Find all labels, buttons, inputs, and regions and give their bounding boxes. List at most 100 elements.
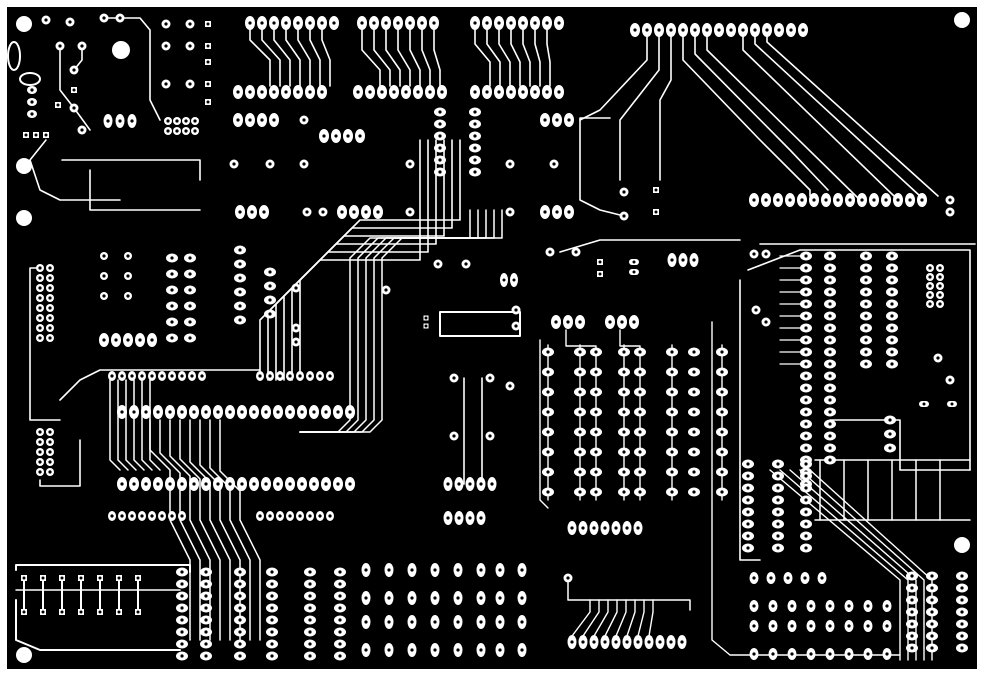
- pad-hole: [38, 430, 42, 434]
- pad-hole: [670, 410, 674, 414]
- pad-hole: [238, 210, 242, 214]
- pad-hole: [546, 430, 550, 434]
- pad-hole: [384, 288, 388, 292]
- pad-hole: [908, 198, 912, 202]
- pad-hole: [200, 374, 204, 378]
- pad-hole: [498, 568, 502, 572]
- mounting-hole: [954, 12, 970, 28]
- pad-hole: [498, 648, 502, 652]
- pad-hole: [308, 618, 312, 622]
- pad-hole: [520, 648, 524, 652]
- pad-hole: [692, 490, 696, 494]
- pad-hole: [318, 374, 322, 378]
- pad-hole: [416, 90, 420, 94]
- pad-hole: [270, 582, 274, 586]
- pad-hole: [156, 482, 160, 486]
- pad-hole: [828, 314, 832, 318]
- pad-hole: [669, 28, 673, 32]
- pad-hole: [180, 654, 184, 658]
- pad-hole: [828, 266, 832, 270]
- trace: [267, 139, 429, 381]
- pad-hole: [801, 28, 805, 32]
- pad-hole: [930, 610, 934, 614]
- pad-hole: [809, 652, 813, 656]
- pad-hole: [608, 320, 612, 324]
- trace: [15, 599, 181, 651]
- trace: [637, 599, 645, 637]
- pad-hole: [188, 336, 192, 340]
- pad-hole: [272, 21, 276, 25]
- pad-hole: [804, 534, 808, 538]
- pad-hole: [910, 610, 914, 614]
- pad-hole: [692, 390, 696, 394]
- pad-hole: [647, 640, 651, 644]
- pad-hole: [338, 618, 342, 622]
- pad-hole: [190, 374, 194, 378]
- trace: [799, 469, 925, 661]
- pad-hole: [438, 122, 442, 126]
- pad-hole: [804, 290, 808, 294]
- pad-hole: [48, 286, 52, 290]
- pad-hole: [692, 370, 696, 374]
- pad-hole: [438, 158, 442, 162]
- trace: [109, 379, 121, 471]
- pad-hole: [804, 410, 808, 414]
- pad-hole: [960, 646, 964, 650]
- pad-hole: [479, 568, 483, 572]
- trace: [522, 29, 531, 87]
- pad-hole: [338, 642, 342, 646]
- pad-hole: [144, 410, 148, 414]
- trace: [309, 29, 321, 87]
- pad-hole: [910, 574, 914, 578]
- pad-hole: [546, 350, 550, 354]
- pad-hole: [681, 28, 685, 32]
- pad-hole: [804, 266, 808, 270]
- trace: [571, 599, 591, 637]
- pad-hole: [456, 648, 460, 652]
- pad-hole: [654, 210, 658, 214]
- pad-hole: [188, 320, 192, 324]
- pad-hole: [188, 288, 192, 292]
- pad-hole: [828, 278, 832, 282]
- pad-hole: [240, 410, 244, 414]
- pad-hole: [48, 450, 52, 454]
- pad-hole: [746, 510, 750, 514]
- pad-hole: [670, 390, 674, 394]
- pad-hole: [41, 610, 45, 614]
- mounting-holes: [16, 12, 970, 663]
- pad-hole: [948, 378, 952, 382]
- pad-hole: [457, 482, 461, 486]
- trace: [321, 29, 331, 87]
- pad-hole: [260, 118, 264, 122]
- pad-hole: [38, 276, 42, 280]
- trace: [261, 29, 281, 87]
- pad-hole: [24, 133, 28, 137]
- pad-hole: [384, 21, 388, 25]
- pad-hole: [438, 146, 442, 150]
- pad-hole: [479, 596, 483, 600]
- pad-hole: [680, 640, 684, 644]
- pad-hole: [352, 210, 356, 214]
- pad-hole: [809, 624, 813, 628]
- pad-hole: [188, 304, 192, 308]
- pad-hole: [368, 90, 372, 94]
- pad-hole: [308, 594, 312, 598]
- pad-hole: [764, 198, 768, 202]
- pad-hole: [164, 82, 168, 86]
- pad-hole: [300, 482, 304, 486]
- pad-hole: [720, 370, 724, 374]
- pad-hole: [180, 410, 184, 414]
- pad-hole: [514, 324, 518, 328]
- pad-hole: [645, 28, 649, 32]
- trace: [249, 29, 271, 87]
- pad-hole: [204, 606, 208, 610]
- pad-hole: [360, 21, 364, 25]
- pad-hole: [622, 190, 626, 194]
- pad-hole: [436, 262, 440, 266]
- pad-hole: [864, 338, 868, 342]
- pad-hole: [424, 316, 428, 320]
- pad-hole: [184, 119, 188, 123]
- pad-hole: [746, 546, 750, 550]
- pad-hole: [720, 490, 724, 494]
